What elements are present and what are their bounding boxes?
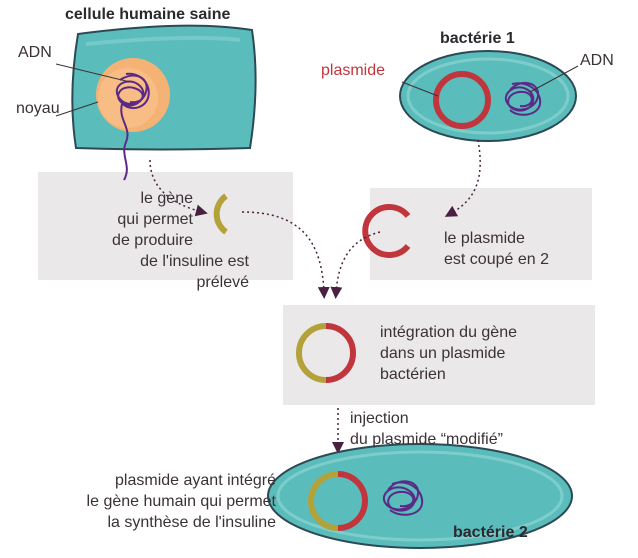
bacterium-dna-leader: [529, 65, 579, 93]
nucleus: [96, 58, 170, 132]
bacterium-2-dna: [383, 480, 424, 516]
injection-caption: injection du plasmide “modifié”: [350, 408, 503, 450]
plasmid-step-line: est coupé en 2: [444, 251, 549, 268]
bacterium-1-plasmid: [433, 71, 491, 129]
gene-fragment: [213, 193, 228, 235]
arrow-cell-to-gene: [149, 159, 208, 217]
human-dna-label: ADN: [18, 44, 52, 61]
human-dna-tangle: [115, 72, 150, 181]
cut-plasmid: [362, 204, 411, 258]
injection-line: du plasmide “modifié”: [350, 431, 503, 448]
bacterium-2-caption-line: plasmide ayant intégré: [115, 472, 276, 489]
injection-line: injection: [350, 410, 409, 427]
integration-step-caption: intégration du gène dans un plasmide bac…: [380, 322, 517, 385]
integration-step-panel: [283, 305, 595, 405]
plasmid-label: plasmide: [321, 62, 386, 79]
arrow-plasmid-to-integration: [330, 231, 381, 299]
gene-step-line: de l'insuline est prélevé: [140, 253, 249, 291]
integration-step-line: bactérien: [380, 366, 446, 383]
bacterium-2-plasmid: [308, 471, 368, 531]
bacterium-1-title: bactérie 1: [440, 30, 515, 47]
bacterium-1-dna: [505, 81, 542, 116]
gene-step-line: le gène: [140, 190, 194, 207]
arrow-bacterium-to-plasmid: [444, 139, 481, 217]
nucleus-leader: [55, 101, 99, 117]
gene-step-line: qui permet: [117, 211, 193, 228]
gene-step-panel: [38, 172, 293, 280]
arrow-gene-to-integration: [241, 211, 330, 299]
plasmid-leader: [401, 81, 439, 97]
integration-step-line: intégration du gène: [380, 324, 517, 341]
integrated-plasmid: [296, 323, 356, 383]
bacterium-dna-label: ADN: [580, 52, 614, 69]
bacterium-2-title: bactérie 2: [453, 524, 528, 541]
bacterium-2-caption-line: le gène humain qui permet: [86, 493, 276, 510]
bacterium-2-caption-line: la synthèse de l'insuline: [107, 514, 277, 531]
gene-step-line: de produire: [112, 232, 193, 249]
human-dna-leader: [55, 63, 131, 83]
plasmid-step-line: le plasmide: [444, 230, 525, 247]
nucleus-label: noyau: [16, 100, 60, 117]
integration-step-line: dans un plasmide: [380, 345, 506, 362]
gene-step-caption: le gène qui permet de produire de l'insu…: [38, 188, 249, 293]
bacterium-2-body: [267, 443, 573, 549]
human-cell-title: cellule humaine saine: [65, 6, 231, 23]
plasmid-step-caption: le plasmide est coupé en 2: [444, 228, 549, 270]
plasmid-step-panel: [370, 188, 592, 280]
bacterium-2-caption: plasmide ayant intégré le gène humain qu…: [40, 470, 276, 533]
